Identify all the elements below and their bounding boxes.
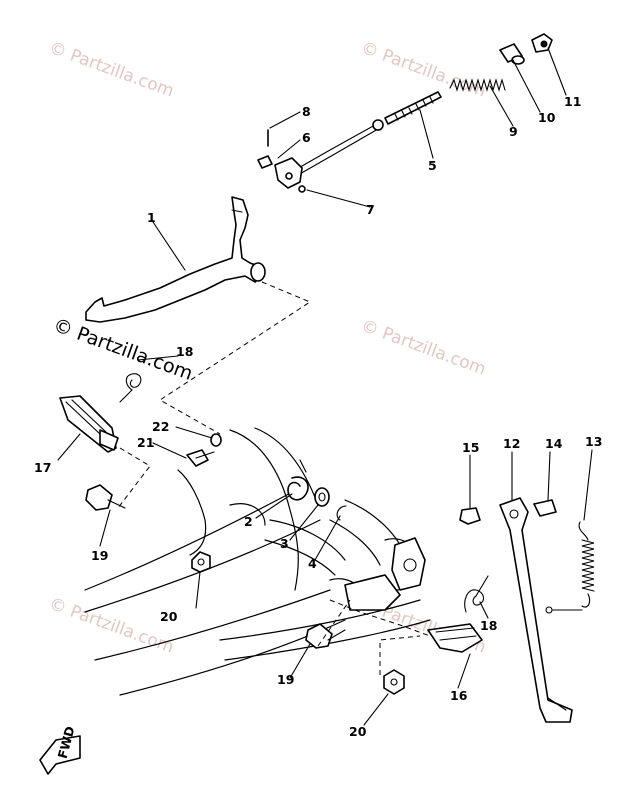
- callout-number: 4: [308, 556, 317, 571]
- callout-number: 12: [503, 436, 520, 451]
- alignment-lines: [117, 281, 431, 675]
- sidestand-part-12[interactable]: [499, 497, 573, 723]
- spring-part-18[interactable]: [119, 373, 142, 403]
- callout-number: 6: [302, 130, 311, 145]
- trunnion-part-10[interactable]: [499, 43, 525, 65]
- bolt-part-19[interactable]: [85, 484, 126, 511]
- footrest-part-17[interactable]: [59, 395, 119, 453]
- fwd-direction-marker: FWD: [39, 725, 81, 775]
- callout-number: 19: [91, 548, 108, 563]
- nut-part-11[interactable]: [531, 33, 553, 53]
- callout-number: 9: [509, 124, 518, 139]
- watermark: © Partzilla.com: [358, 38, 488, 102]
- callout-number: 18: [176, 344, 193, 359]
- callout-number: 19: [277, 672, 294, 687]
- bolt-part-14[interactable]: [533, 499, 557, 517]
- callout-number: 2: [244, 514, 253, 529]
- callout-number: 14: [545, 436, 563, 451]
- washer-part-22[interactable]: [210, 433, 222, 447]
- pin-part-7[interactable]: [298, 185, 306, 193]
- washer-part-3[interactable]: [314, 487, 330, 507]
- nut-part-20[interactable]: [191, 551, 211, 573]
- footrest-part-16[interactable]: [427, 623, 483, 653]
- leader-lines: [57, 47, 593, 726]
- spring-part-13[interactable]: [578, 521, 595, 608]
- bolt-part-19[interactable]: [305, 623, 346, 649]
- callout-number: 16: [450, 688, 468, 703]
- bolt-part-21[interactable]: [186, 449, 215, 467]
- callout-number: 20: [349, 724, 367, 739]
- callout-number: 22: [152, 419, 169, 434]
- footrest-bracket: [344, 537, 426, 611]
- watermark: © Partzilla.com: [50, 314, 195, 385]
- callout-number: 8: [302, 104, 311, 119]
- callout-number: 11: [564, 94, 581, 109]
- spring-part-18[interactable]: [464, 575, 489, 613]
- brake-pedal-part-1[interactable]: [85, 196, 266, 323]
- callout-number: 18: [480, 618, 497, 633]
- callout-number: 3: [280, 536, 289, 551]
- brake-rod-part-5[interactable]: [294, 91, 442, 176]
- frame-outline: [84, 427, 431, 696]
- return-spring-part-2[interactable]: [287, 459, 309, 501]
- callout-number: 5: [428, 158, 437, 173]
- clevis-part-6[interactable]: [257, 155, 303, 189]
- callout-number: 7: [366, 202, 375, 217]
- spring-part-9[interactable]: [449, 78, 506, 92]
- watermark: © Partzilla.com: [46, 38, 176, 102]
- callout-number: 21: [137, 435, 154, 450]
- callout-number: 10: [538, 110, 556, 125]
- callout-number: 13: [585, 434, 602, 449]
- callout-number: 17: [34, 460, 51, 475]
- callout-number: 15: [462, 440, 479, 455]
- bolt-part-15[interactable]: [459, 507, 481, 525]
- callout-labels: 1 2 3 4 5 6 7 8 9 10 11 12 13 14 15 16 1…: [34, 94, 602, 739]
- callout-number: 1: [147, 210, 156, 225]
- nut-part-20[interactable]: [383, 669, 405, 695]
- watermark: © Partzilla.com: [358, 316, 488, 380]
- callout-number: 20: [160, 609, 178, 624]
